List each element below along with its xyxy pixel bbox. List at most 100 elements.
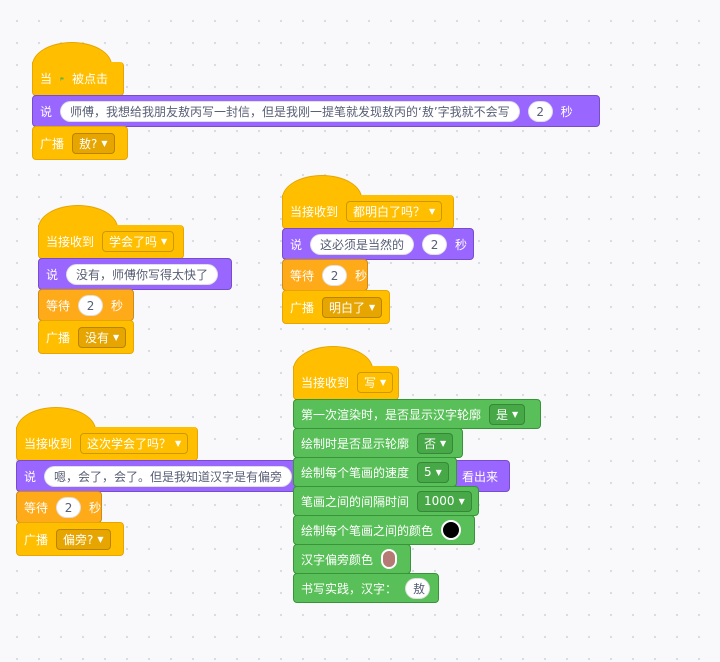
outline-draw-label: 绘制时是否显示轮廓 — [301, 436, 410, 451]
broadcast-message-value: 没有 — [85, 330, 110, 345]
outline-first-dropdown[interactable]: 是 ▼ — [489, 403, 526, 425]
stroke-speed-dropdown[interactable]: 5 ▼ — [417, 461, 449, 483]
dropdown-arrow-icon: ▼ — [113, 332, 120, 342]
say-for-secs-block[interactable]: 说 师傅，我想给我朋友敖丙写一封信，但是我刚一提笔就发现敖丙的‘敖’字我就不会写… — [32, 95, 600, 127]
stroke-color-label: 绘制每个笔画之间的颜色 — [301, 523, 434, 538]
dropdown-arrow-icon: ▼ — [369, 302, 376, 312]
wait-label: 等待 — [46, 298, 71, 313]
broadcast-block[interactable]: 广播 没有 ▼ — [38, 320, 134, 354]
when-receive-label: 当接收到 — [46, 235, 95, 249]
wait-secs-input[interactable]: 2 — [322, 264, 348, 286]
receive-message-value: 写 — [364, 376, 377, 390]
outline-draw-value: 否 — [424, 436, 437, 451]
wait-secs-input[interactable]: 2 — [56, 496, 82, 518]
stroke-color-block[interactable]: 绘制每个笔画之间的颜色 — [293, 515, 475, 545]
broadcast-message-dropdown[interactable]: 敖? ▼ — [72, 132, 115, 154]
receive-message-value: 学会了吗 — [109, 235, 158, 249]
dropdown-arrow-icon: ▼ — [97, 534, 104, 544]
writing-practice-block[interactable]: 书写实践，汉字： 敖 — [293, 573, 439, 603]
dropdown-arrow-icon: ▼ — [429, 207, 436, 216]
when-receive-block[interactable]: 当接收到 都明白了吗？ ▼ — [282, 175, 454, 229]
outline-draw-dropdown[interactable]: 否 ▼ — [417, 432, 454, 454]
green-flag-icon — [60, 76, 64, 81]
script-write[interactable]: 当接收到 写 ▼ 第一次渲染时，是否显示汉字轮廓 是 ▼ 绘制时是否显示轮廓 否… — [293, 346, 541, 603]
say-secs-input[interactable]: 2 — [422, 233, 448, 255]
broadcast-message-dropdown[interactable]: 偏旁? ▼ — [56, 528, 111, 550]
dropdown-arrow-icon: ▼ — [435, 467, 442, 477]
wait-block[interactable]: 等待 2 秒 — [38, 289, 134, 321]
stroke-interval-dropdown[interactable]: 1000 ▼ — [417, 490, 472, 512]
when-receive-label: 当接收到 — [24, 437, 73, 451]
script-learned[interactable]: 当接收到 学会了吗 ▼ 说 没有，师傅你写得太快了 等待 2 秒 广播 没有 ▼ — [38, 205, 232, 354]
dropdown-arrow-icon: ▼ — [440, 438, 447, 448]
broadcast-message-dropdown[interactable]: 明白了 ▼ — [322, 296, 383, 318]
broadcast-message-value: 明白了 — [329, 300, 366, 315]
say-for-secs-block[interactable]: 说 这必须是当然的 2 秒 — [282, 228, 474, 260]
script-green-flag[interactable]: 当 被点击 说 师傅，我想给我朋友敖丙写一封信，但是我刚一提笔就发现敖丙的‘敖’… — [32, 42, 600, 160]
outline-first-value: 是 — [496, 407, 509, 422]
broadcast-message-dropdown[interactable]: 没有 ▼ — [78, 326, 127, 348]
broadcast-block[interactable]: 广播 敖? ▼ — [32, 126, 128, 160]
wait-label: 等待 — [24, 500, 49, 515]
say-block[interactable]: 说 没有，师傅你写得太快了 — [38, 258, 232, 290]
say-message-input[interactable]: 这必须是当然的 — [310, 233, 415, 255]
radical-color-swatch[interactable] — [381, 549, 397, 569]
when-receive-label: 当接收到 — [290, 205, 339, 219]
radical-color-block[interactable]: 汉字偏旁颜色 — [293, 544, 411, 574]
say-message-input[interactable]: 师傅，我想给我朋友敖丙写一封信，但是我刚一提笔就发现敖丙的‘敖’字我就不会写 — [60, 100, 520, 122]
secs-label: 秒 — [355, 268, 368, 283]
hat-when-label: 当 — [40, 72, 53, 86]
script-understood[interactable]: 当接收到 都明白了吗？ ▼ 说 这必须是当然的 2 秒 等待 2 秒 广播 明白… — [282, 175, 474, 324]
broadcast-label: 广播 — [290, 300, 315, 315]
receive-message-value: 这次学会了吗？ — [87, 437, 172, 451]
practice-char-input[interactable]: 敖 — [405, 577, 431, 599]
show-outline-drawing-block[interactable]: 绘制时是否显示轮廓 否 ▼ — [293, 428, 463, 458]
stroke-color-swatch[interactable] — [441, 520, 461, 540]
radical-color-label: 汉字偏旁颜色 — [301, 552, 374, 567]
say-label: 说 — [40, 104, 53, 119]
broadcast-block[interactable]: 广播 明白了 ▼ — [282, 290, 390, 324]
secs-label: 秒 — [455, 237, 468, 252]
show-outline-first-render-block[interactable]: 第一次渲染时，是否显示汉字轮廓 是 ▼ — [293, 399, 541, 429]
wait-block[interactable]: 等待 2 秒 — [16, 491, 102, 523]
wait-block[interactable]: 等待 2 秒 — [282, 259, 368, 291]
stroke-speed-block[interactable]: 绘制每个笔画的速度 5 ▼ — [293, 457, 457, 487]
when-receive-label: 当接收到 — [301, 376, 350, 390]
broadcast-label: 广播 — [24, 532, 49, 547]
broadcast-message-value: 偏旁? — [63, 532, 94, 547]
broadcast-label: 广播 — [46, 330, 71, 345]
hat-clicked-label: 被点击 — [71, 72, 108, 86]
dropdown-arrow-icon: ▼ — [380, 378, 387, 387]
say-label: 说 — [24, 469, 37, 484]
dropdown-arrow-icon: ▼ — [101, 138, 108, 148]
receive-message-value: 都明白了吗？ — [353, 205, 426, 219]
when-receive-block[interactable]: 当接收到 这次学会了吗？ ▼ — [16, 407, 198, 461]
secs-label: 秒 — [111, 298, 124, 313]
broadcast-block[interactable]: 广播 偏旁? ▼ — [16, 522, 124, 556]
stroke-interval-value: 1000 — [424, 494, 455, 508]
broadcast-label: 广播 — [40, 136, 65, 151]
stroke-interval-label: 笔画之间的间隔时间 — [301, 494, 410, 509]
practice-label: 书写实践，汉字： — [301, 581, 398, 596]
dropdown-arrow-icon: ▼ — [161, 237, 168, 246]
wait-secs-input[interactable]: 2 — [78, 294, 104, 316]
secs-label: 秒 — [89, 500, 102, 515]
say-label: 说 — [46, 267, 59, 282]
dropdown-arrow-icon: ▼ — [512, 409, 519, 419]
receive-message-dropdown[interactable]: 都明白了吗？ ▼ — [346, 201, 443, 222]
say-message-input[interactable]: 嗯，会了，会了。但是我知道汉字是有偏旁 — [44, 465, 293, 487]
stroke-interval-block[interactable]: 笔画之间的间隔时间 1000 ▼ — [293, 486, 479, 516]
when-receive-block[interactable]: 当接收到 写 ▼ — [293, 346, 399, 400]
receive-message-dropdown[interactable]: 写 ▼ — [357, 372, 394, 393]
say-secs-input[interactable]: 2 — [527, 100, 553, 122]
wait-label: 等待 — [290, 268, 315, 283]
receive-message-dropdown[interactable]: 学会了吗 ▼ — [102, 231, 175, 252]
say-message-tail: 看出来 — [462, 469, 499, 484]
when-receive-block[interactable]: 当接收到 学会了吗 ▼ — [38, 205, 184, 259]
when-flag-clicked-block[interactable]: 当 被点击 — [32, 42, 124, 96]
stroke-speed-value: 5 — [424, 465, 432, 479]
say-label: 说 — [290, 237, 303, 252]
say-message-input[interactable]: 没有，师傅你写得太快了 — [66, 263, 219, 285]
receive-message-dropdown[interactable]: 这次学会了吗？ ▼ — [80, 433, 189, 454]
dropdown-arrow-icon: ▼ — [458, 496, 465, 506]
